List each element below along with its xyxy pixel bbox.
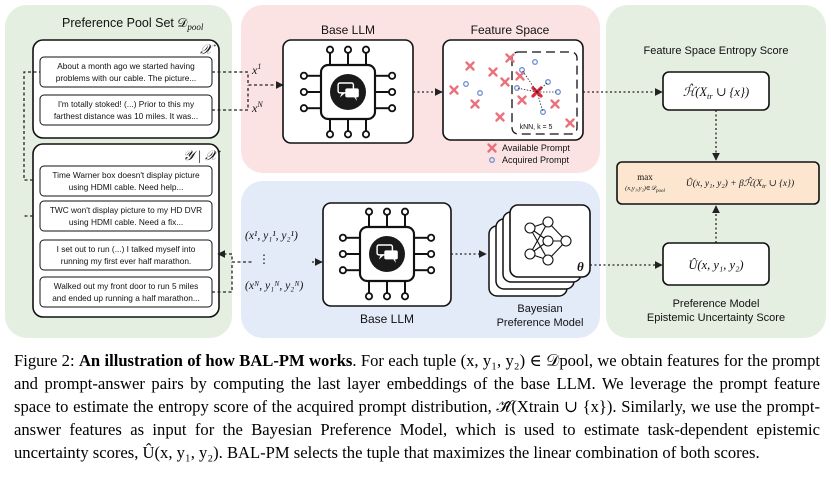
pool-title: Preference Pool Set 𝒟pool bbox=[62, 16, 204, 32]
caption-bold-title: An illustration of how BAL-PM works bbox=[78, 351, 353, 370]
pm-label-2: Epistemic Uncertainty Score bbox=[647, 312, 785, 324]
bottom-llm-label: Base LLM bbox=[360, 312, 414, 326]
prompt-card-2-line2: farthest distance was 10 miles. It was..… bbox=[54, 111, 198, 121]
figure-caption: Figure 2: An illustration of how BAL-PM … bbox=[14, 349, 820, 464]
bpm-label-1: Bayesian bbox=[517, 303, 562, 315]
answer-set-label: 𝒴 | 𝒳 bbox=[183, 149, 221, 164]
answer-card-1-line1: Time Warner box doesn't display picture bbox=[52, 170, 200, 180]
neural-network-icon bbox=[524, 216, 572, 266]
prompt-connector-arrows bbox=[212, 71, 284, 111]
objective-formula: Û(x, y₁, y₂) + βℋ̂(Xtr ∪ {x}) bbox=[686, 176, 794, 190]
answer-card-2-line2: using HDMI cable. Need a fix... bbox=[69, 217, 183, 227]
answer-card-2 bbox=[39, 200, 213, 232]
legend-acquired-label: Acquired Prompt bbox=[502, 155, 570, 165]
knn-label: kNN, k = 5 bbox=[520, 124, 553, 131]
answer-card-2-line1: TWC won't display picture to my HD DVR bbox=[50, 205, 202, 215]
objective-max-sub: (x,y₁,y₂)∈𝒟pool bbox=[625, 185, 665, 194]
xN-label: xN bbox=[251, 100, 263, 115]
legend-acquired-icon bbox=[489, 157, 495, 163]
caption-text: . For each tuple (x, y₁, y₂) ∈ 𝒟pool, we… bbox=[14, 351, 820, 462]
legend-available-label: Available Prompt bbox=[502, 143, 570, 153]
theta-label: θ bbox=[577, 259, 584, 274]
answer-card-1-line2: using HDMI cable. Need help... bbox=[69, 182, 184, 192]
uncertainty-formula: Û(x, y₁, y₂) bbox=[688, 258, 743, 272]
tuple-vdots: ⋮ bbox=[258, 252, 270, 266]
pair-connector-arrows bbox=[23, 71, 252, 293]
answer-card-3-line2: running my first ever half marathon. bbox=[61, 256, 192, 266]
tuple-1-label: (x¹, y₁¹, y₂¹) bbox=[245, 230, 298, 242]
bpm-label-2: Preference Model bbox=[497, 317, 584, 329]
acquired-prompt-markers bbox=[463, 59, 561, 115]
uncertainty-score-box bbox=[662, 242, 770, 286]
prompt-card-2-line1: I'm totally stoked! (...) Prior to this … bbox=[58, 99, 195, 109]
top-llm-label: Base LLM bbox=[321, 23, 375, 37]
knn-neighbor-lines bbox=[516, 69, 558, 113]
feature-space-box bbox=[442, 39, 584, 141]
entropy-title: Feature Space Entropy Score bbox=[644, 45, 789, 57]
feature-space-label: Feature Space bbox=[471, 23, 550, 37]
tuple-N-label: (xᴺ, y₁ᴺ, y₂ᴺ) bbox=[245, 280, 303, 292]
x1-label: x1 bbox=[251, 62, 261, 77]
entropy-formula: ℋ̂(Xtr ∪ {x}) bbox=[683, 84, 749, 101]
answer-card-3-line1: I set out to run (...) I talked myself i… bbox=[57, 244, 196, 254]
prompt-card-1-line2: problems with our cable. The picture... bbox=[56, 73, 197, 83]
bal-pm-diagram: Preference Pool Set 𝒟pool 𝒳 About a mont… bbox=[5, 5, 826, 338]
prompt-set-label: 𝒳 bbox=[200, 43, 216, 58]
bpm-stack bbox=[488, 204, 591, 297]
objective-box bbox=[616, 161, 820, 205]
pm-label-1: Preference Model bbox=[673, 298, 760, 310]
prompt-card-1-line1: About a month ago we started having bbox=[57, 61, 195, 71]
knn-region bbox=[511, 51, 578, 135]
answer-card-1 bbox=[39, 165, 213, 197]
answer-card-4-line1: Walked out my front door to run 5 miles bbox=[54, 281, 199, 291]
answer-card-3 bbox=[39, 239, 213, 271]
caption-figure-number: Figure 2: bbox=[14, 351, 79, 370]
answer-card-4-line2: and ended up running a half marathon... bbox=[52, 293, 200, 303]
objective-max: max bbox=[637, 172, 653, 182]
